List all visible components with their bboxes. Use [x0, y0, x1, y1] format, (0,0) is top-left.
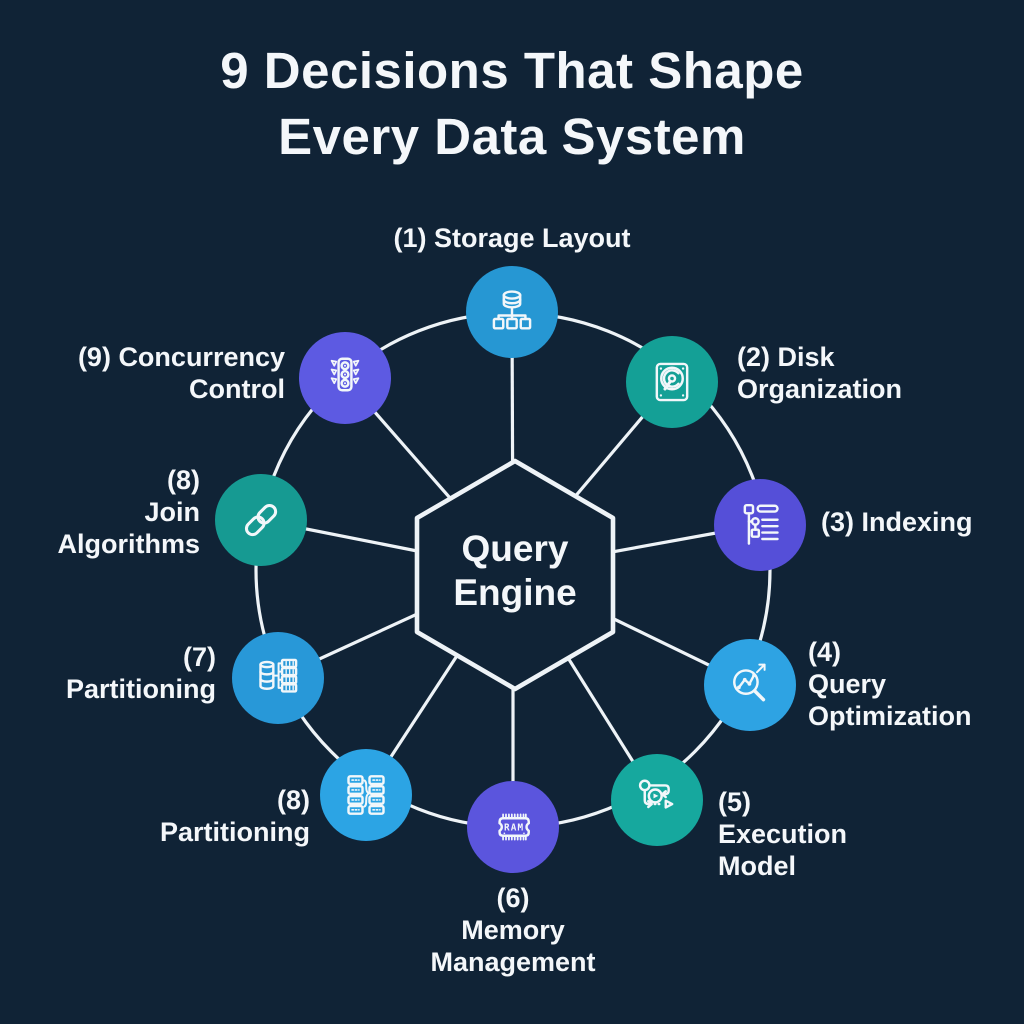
node-circle-9: [215, 474, 307, 566]
node-label-5-line-2: Execution: [718, 819, 848, 849]
page-title-line-2: Every Data System: [278, 108, 746, 165]
node-label-9-line-2: Join: [144, 497, 200, 527]
database-tree-icon: [492, 290, 532, 330]
node-circle-6: [467, 781, 559, 873]
hard-disk-icon: [655, 362, 689, 402]
node-label-4-line-1: (4): [808, 637, 841, 667]
query-engine-label-line-2: Engine: [453, 572, 577, 613]
node-label-7-line-1: (8): [277, 785, 310, 815]
ram-chip-icon: RAM: [498, 813, 530, 841]
node-label-3: (3) Indexing: [821, 506, 973, 538]
flow-play-icon: [638, 779, 674, 809]
page-title-line-1: 9 Decisions That Shape: [220, 42, 804, 99]
node-circles: RAM: [215, 266, 806, 873]
node-circle-5: [611, 754, 703, 846]
node-label-8-line-2: Partitioning: [66, 674, 216, 704]
node-label-6-line-1: (6): [496, 883, 530, 913]
node-label-6-line-2: Memory: [461, 915, 565, 945]
node-label-5-line-3: Model: [718, 851, 796, 881]
database-split-icon: [259, 658, 298, 693]
search-chart-icon: [733, 663, 766, 702]
index-list-icon: [743, 503, 779, 545]
node-label-3-line-1: (3) Indexing: [821, 507, 973, 537]
server-racks-icon: [347, 775, 385, 815]
node-label-2-line-2: Organization: [737, 374, 903, 404]
query-engine-label: Query Engine: [453, 527, 576, 615]
node-label-8-line-1: (7): [183, 642, 216, 672]
node-label-4-line-3: Optimization: [808, 701, 972, 731]
chain-link-icon: [244, 503, 278, 537]
node-label-6-line-3: Management: [430, 947, 596, 977]
node-label-5-line-1: (5): [718, 787, 751, 817]
node-label-2-line-1: (2) Disk: [737, 342, 835, 372]
svg-text:RAM: RAM: [504, 823, 524, 834]
query-engine-label-line-1: Query: [461, 528, 569, 569]
traffic-light-icon: [330, 357, 360, 392]
node-label-1: (1) Storage Layout: [393, 222, 630, 254]
node-label-7: (8)Partitioning: [160, 784, 310, 848]
node-circle-3: [714, 479, 806, 571]
page-title: 9 Decisions That Shape Every Data System: [0, 38, 1024, 170]
node-label-9-line-3: Algorithms: [57, 529, 200, 559]
node-label-9-line-1: (8): [167, 465, 200, 495]
node-label-4-line-2: Query: [808, 669, 887, 699]
query-engine-hexagon: [414, 458, 616, 692]
node-label-8: (7)Partitioning: [66, 641, 216, 705]
node-label-1-line-1: (1) Storage Layout: [393, 223, 631, 253]
node-label-7-line-2: Partitioning: [160, 817, 310, 847]
node-label-10-line-1: (9) Concurrency: [77, 342, 285, 372]
node-label-10-line-2: Control: [189, 374, 285, 404]
node-circle-7: [320, 749, 412, 841]
